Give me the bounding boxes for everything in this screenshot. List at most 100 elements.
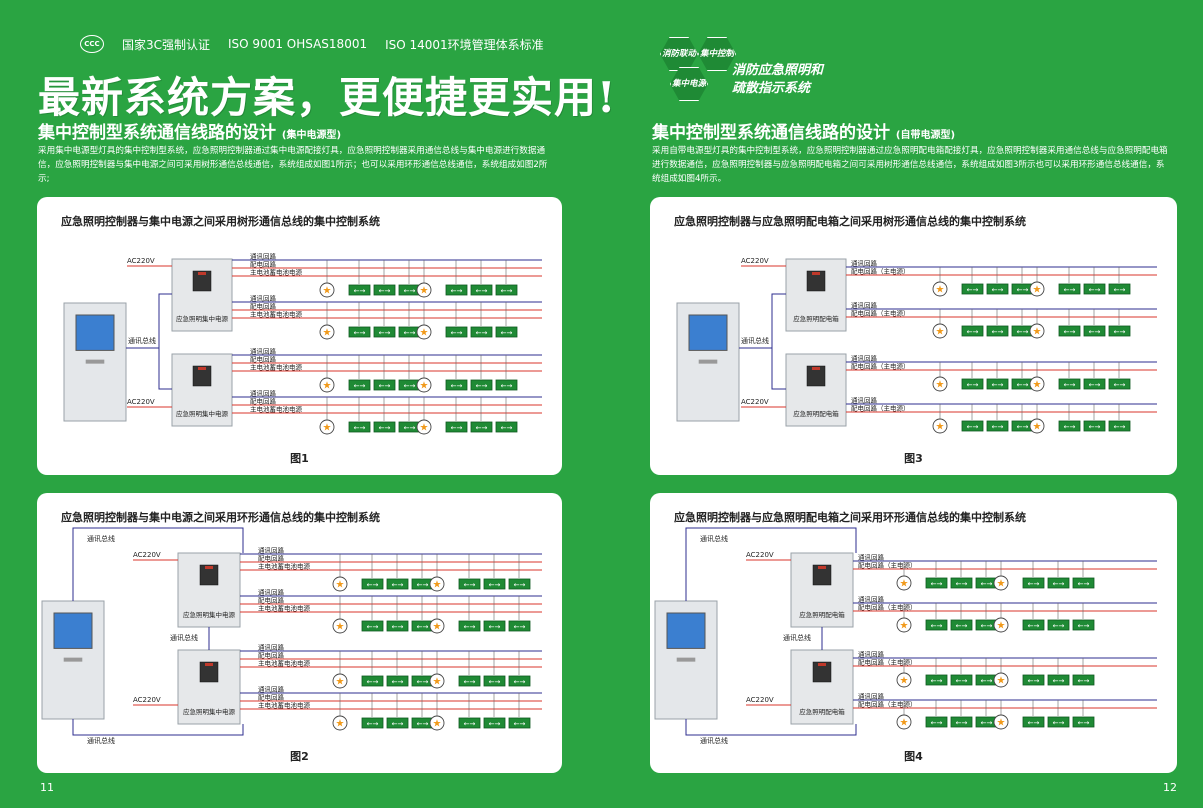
brand-line-2: 疏散指示系统 bbox=[732, 81, 811, 96]
diagram-title: 应急照明控制器与应急照明配电箱之间采用树形通信总线的集中控制系统 bbox=[674, 215, 1026, 228]
branch-label: 主电池蓄电池电源 bbox=[258, 562, 311, 571]
exit-sign-icon bbox=[925, 674, 948, 686]
exit-sign-icon bbox=[1083, 283, 1106, 295]
diagram-figure-2: 应急照明集中电源应急照明集中电源AC220VAC220V通讯总线通讯总线通讯总线… bbox=[41, 527, 542, 745]
exit-arrow-icon: ←→ bbox=[956, 622, 968, 630]
lamp-star-icon: ★ bbox=[936, 380, 945, 391]
diagram-card-2: 应急照明控制器与集中电源之间采用环形通信总线的集中控制系统 应急照明集中电源应急… bbox=[37, 493, 562, 773]
branch-label: 配电回路（主电源） bbox=[851, 267, 910, 276]
exit-arrow-icon: ←→ bbox=[1114, 423, 1126, 431]
emergency-lamp-icon bbox=[332, 715, 348, 731]
bus-label: 通讯总线 bbox=[87, 736, 115, 745]
exit-arrow-icon: ←→ bbox=[464, 678, 476, 686]
lamp-star-icon: ★ bbox=[1033, 380, 1042, 391]
cabinet-indicator bbox=[818, 663, 826, 666]
lamp-star-icon: ★ bbox=[936, 327, 945, 338]
exit-arrow-icon: ←→ bbox=[451, 424, 463, 432]
exit-arrow-icon: ←→ bbox=[392, 623, 404, 631]
emergency-lamp-icon bbox=[896, 575, 912, 591]
lamp-star-icon: ★ bbox=[336, 580, 345, 591]
section-title-text: 集中控制型系统通信线路的设计 bbox=[38, 123, 276, 143]
bus-line bbox=[158, 293, 172, 390]
ring-bus-line bbox=[72, 527, 244, 601]
exit-arrow-icon: ←→ bbox=[992, 381, 1004, 389]
exit-sign-icon bbox=[1058, 283, 1081, 295]
exit-sign-icon bbox=[348, 326, 371, 338]
exit-arrow-icon: ←→ bbox=[1089, 286, 1101, 294]
exit-sign-icon bbox=[950, 674, 973, 686]
exit-sign-icon bbox=[373, 421, 396, 433]
branch-label: 主电池蓄电池电源 bbox=[250, 268, 303, 277]
exit-sign-icon bbox=[950, 577, 973, 589]
exit-sign-icon bbox=[386, 620, 409, 632]
exit-sign-icon bbox=[1072, 674, 1095, 686]
brand-hex-logo: 消防联动 集中控制 集中电源 bbox=[658, 37, 738, 101]
exit-arrow-icon: ←→ bbox=[1114, 328, 1126, 336]
emergency-lamp-icon bbox=[993, 617, 1009, 633]
exit-arrow-icon: ←→ bbox=[392, 581, 404, 589]
cabinet-panel bbox=[192, 270, 212, 292]
exit-sign-icon bbox=[348, 284, 371, 296]
lamp-star-icon: ★ bbox=[433, 580, 442, 591]
exit-sign-icon bbox=[483, 675, 506, 687]
lamp-star-icon: ★ bbox=[323, 286, 332, 297]
ring-bus-line bbox=[72, 719, 244, 736]
branch-label: 主电池蓄电池电源 bbox=[250, 310, 303, 319]
branch-label: 通讯回路 bbox=[250, 389, 277, 398]
diagram-title: 应急照明控制器与应急照明配电箱之间采用环形通信总线的集中控制系统 bbox=[674, 511, 1026, 524]
emergency-lamp-icon bbox=[319, 324, 335, 340]
exit-arrow-icon: ←→ bbox=[967, 328, 979, 336]
exit-arrow-icon: ←→ bbox=[1114, 286, 1126, 294]
branch-label: 配电回路 bbox=[250, 260, 277, 269]
exit-sign-icon bbox=[1047, 716, 1070, 728]
exit-sign-icon bbox=[445, 284, 468, 296]
exit-sign-icon bbox=[961, 283, 984, 295]
page-number: 11 bbox=[40, 781, 54, 794]
emergency-lamp-icon bbox=[1029, 418, 1045, 434]
exit-arrow-icon: ←→ bbox=[354, 382, 366, 390]
exit-arrow-icon: ←→ bbox=[379, 382, 391, 390]
lamp-star-icon: ★ bbox=[1033, 285, 1042, 296]
lamp-star-icon: ★ bbox=[900, 579, 909, 590]
branch-label: 通讯回路 bbox=[258, 588, 285, 597]
exit-arrow-icon: ←→ bbox=[931, 580, 943, 588]
lamp-star-icon: ★ bbox=[336, 719, 345, 730]
exit-arrow-icon: ←→ bbox=[956, 677, 968, 685]
ccc-logo: CCC bbox=[80, 35, 104, 53]
emergency-lamp-icon bbox=[416, 377, 432, 393]
exit-arrow-icon: ←→ bbox=[367, 720, 379, 728]
branch-label: 通讯回路 bbox=[858, 692, 885, 701]
exit-arrow-icon: ←→ bbox=[514, 720, 526, 728]
exit-sign-icon bbox=[361, 620, 384, 632]
exit-arrow-icon: ←→ bbox=[501, 329, 513, 337]
certification-row: CCC 国家3C强制认证 ISO 9001 OHSAS18001 ISO 140… bbox=[80, 35, 544, 53]
branch-label: 主电池蓄电池电源 bbox=[250, 363, 303, 372]
exit-sign-icon bbox=[961, 325, 984, 337]
branch-label: 配电回路 bbox=[258, 651, 285, 660]
exit-arrow-icon: ←→ bbox=[464, 720, 476, 728]
branch-label: 通讯回路 bbox=[250, 252, 277, 261]
exit-sign-icon bbox=[348, 421, 371, 433]
exit-arrow-icon: ←→ bbox=[1017, 328, 1029, 336]
exit-sign-icon bbox=[470, 421, 493, 433]
exit-sign-icon bbox=[961, 420, 984, 432]
cert-3c: 国家3C强制认证 bbox=[122, 37, 211, 52]
exit-arrow-icon: ←→ bbox=[1089, 423, 1101, 431]
ac-label: AC220V bbox=[741, 398, 769, 406]
branch-label: 配电回路（主电源） bbox=[851, 362, 910, 371]
exit-sign-icon bbox=[1022, 716, 1045, 728]
cabinet-panel bbox=[806, 365, 826, 387]
exit-arrow-icon: ←→ bbox=[967, 286, 979, 294]
lamp-star-icon: ★ bbox=[336, 622, 345, 633]
bus-line bbox=[771, 293, 786, 390]
page-number: 12 bbox=[1163, 781, 1177, 794]
branch-label: 通讯回路 bbox=[858, 595, 885, 604]
bus-label: 通讯总线 bbox=[700, 736, 728, 745]
exit-sign-icon bbox=[1108, 283, 1131, 295]
branch-label: 通讯回路 bbox=[851, 396, 878, 405]
exit-arrow-icon: ←→ bbox=[404, 329, 416, 337]
lamp-star-icon: ★ bbox=[336, 677, 345, 688]
controller-screen bbox=[666, 612, 706, 649]
exit-sign-icon bbox=[1072, 619, 1095, 631]
exit-sign-icon bbox=[950, 716, 973, 728]
